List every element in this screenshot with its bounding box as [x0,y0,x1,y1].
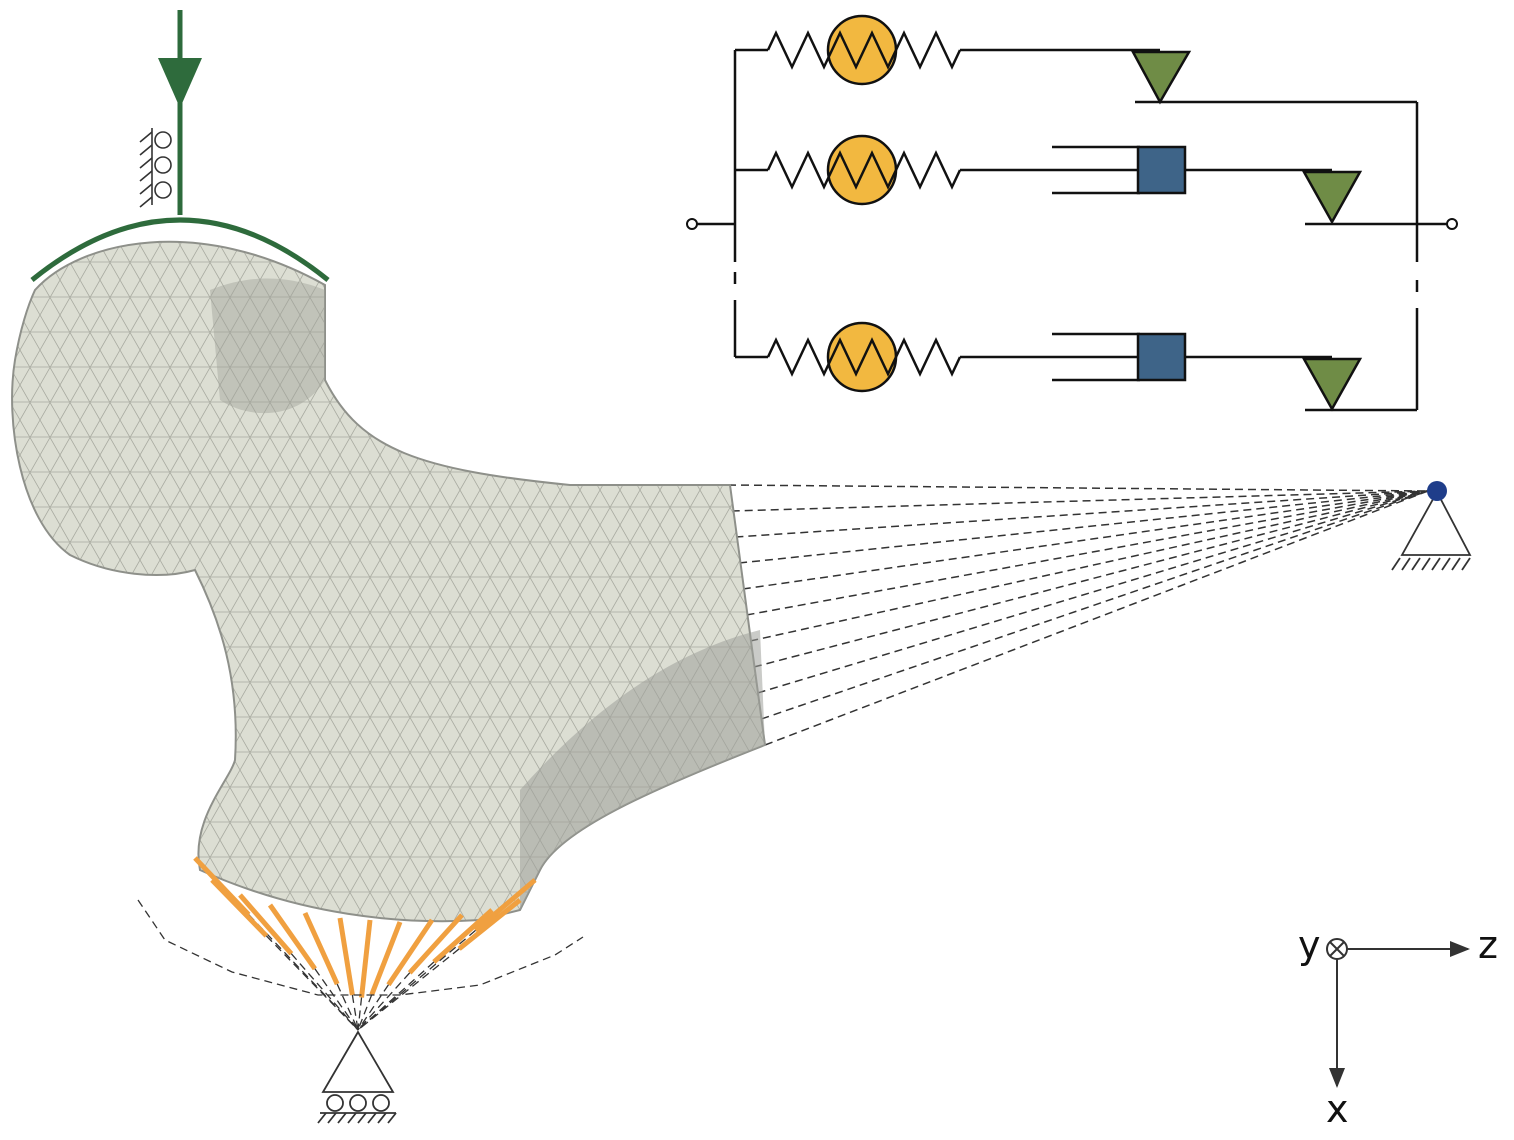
coordinate-axes [1326,938,1470,1088]
elastic-foundation-springs [137,856,584,1031]
load-arrow [30,10,330,282]
coupling-line [746,490,1429,616]
foundation-spring [267,903,317,971]
spring-zigzag [766,337,962,377]
foundation-spring [337,917,355,996]
foundation-spring [457,898,522,951]
coupling-line [357,997,363,1031]
foundation-spring [210,878,269,938]
foundation-spring [407,913,464,975]
dashpot-piston [1136,145,1187,195]
slider-element [1301,357,1363,412]
foundation-spring [432,908,494,964]
slider-element [1301,170,1363,225]
foundation-spring [386,918,435,987]
femur-shading [520,630,765,910]
coupling-line [764,490,1429,746]
spring-ball [826,14,898,86]
spring-base-line [137,899,584,996]
coupling-line [357,984,390,1031]
coupling-line [351,994,359,1031]
femur-mesh [11,240,767,923]
rheological-model [686,48,1458,412]
coupling-line [761,490,1429,720]
coupling-line [757,490,1429,694]
foundation-spring [369,921,403,996]
springs [735,14,962,393]
coupling-line [750,490,1429,642]
coupling-line [739,490,1429,564]
spring-zigzag [766,150,962,190]
foundation-spring [238,893,294,956]
coupling-line [735,490,1429,538]
coupling-line [731,490,1429,512]
axis-label-x: x [1326,1087,1349,1131]
spring-ball [826,134,898,206]
distal-coupling-lines [727,484,1429,746]
coupling-line [727,484,1429,492]
coupling-line [357,994,373,1031]
dashpot-piston [1136,332,1187,382]
roller-support-top [139,128,172,208]
distal-node [1427,481,1447,501]
foundation-spring [302,911,340,986]
axis-label-y: y [1298,923,1321,967]
spring-ball [826,321,898,393]
roller-support-bottom [317,1030,397,1124]
pin-support-distal [1391,490,1472,571]
femur-shading-head [210,278,325,414]
coupling-line [290,953,359,1031]
axis-label-z: z [1478,923,1498,967]
foundation-spring [359,919,373,998]
coupling-line [265,935,359,1031]
coupling-line [753,490,1429,668]
coupling-line [336,983,359,1031]
spring-zigzag [766,30,962,70]
foundation-spring [473,878,537,933]
coupling-line [742,490,1429,590]
slider-element [1130,50,1192,105]
